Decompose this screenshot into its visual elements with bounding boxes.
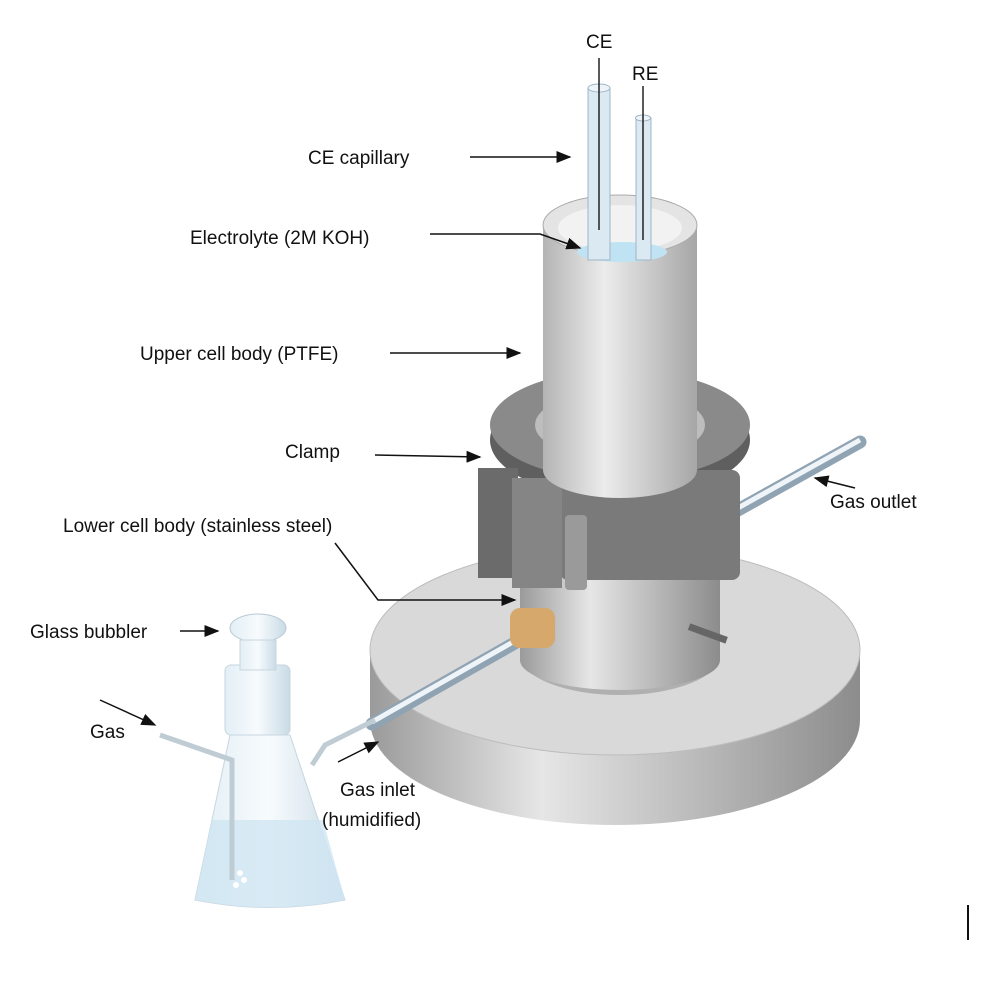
glass-bubbler — [159, 613, 377, 908]
label-gas-inlet: Gas inlet — [340, 780, 416, 801]
label-gas: Gas — [90, 722, 125, 743]
label-lower-cell-body: Lower cell body (stainless steel) — [63, 516, 332, 537]
label-upper-cell-body: Upper cell body (PTFE) — [140, 344, 339, 365]
label-clamp: Clamp — [285, 442, 340, 463]
label-ce: CE — [586, 32, 612, 53]
arrow-lower-cell-body — [334, 542, 517, 606]
arrow-clamp — [374, 450, 482, 463]
arrow-gas-inlet — [337, 741, 380, 763]
arrow-gas-outlet — [813, 475, 856, 489]
label-ce-capillary: CE capillary — [308, 148, 410, 169]
copper-fitting — [510, 608, 555, 648]
label-electrolyte: Electrolyte (2M KOH) — [190, 228, 369, 249]
gas-inlet-tube — [365, 608, 555, 731]
re-capillary — [635, 86, 652, 261]
label-gas-inlet-humidified: (humidified) — [322, 810, 421, 831]
label-gas-outlet: Gas outlet — [830, 492, 917, 513]
arrow-electrolyte — [430, 233, 582, 250]
upper-cell-body — [542, 194, 698, 498]
label-re: RE — [632, 64, 658, 85]
arrow-gas — [99, 699, 157, 726]
gas-outlet-tube — [713, 435, 867, 527]
ce-capillary — [587, 58, 611, 261]
label-glass-bubbler: Glass bubbler — [30, 622, 148, 643]
